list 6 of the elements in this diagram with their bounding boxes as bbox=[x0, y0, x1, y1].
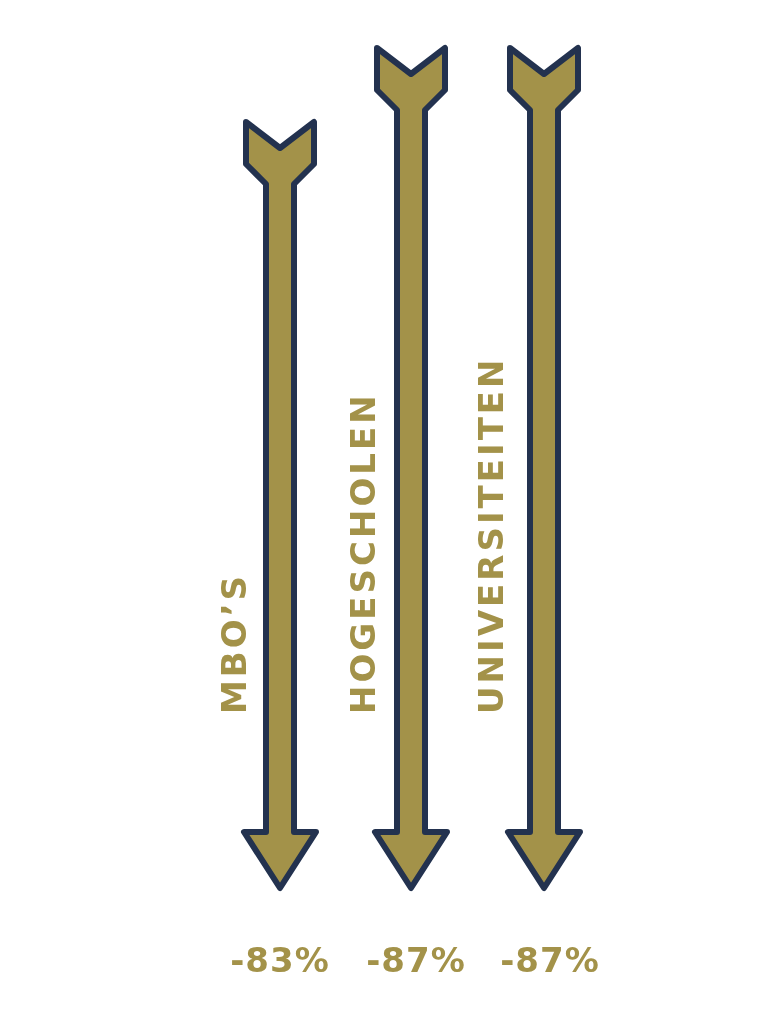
category-label: UNIVERSITEITEN bbox=[474, 356, 508, 714]
percentage-label: -87% bbox=[366, 943, 466, 977]
percentage-label: -83% bbox=[230, 943, 330, 977]
category-label: MBO’S bbox=[217, 572, 251, 714]
percentage-label: -87% bbox=[500, 943, 600, 977]
category-label: HOGESCHOLEN bbox=[346, 392, 380, 714]
